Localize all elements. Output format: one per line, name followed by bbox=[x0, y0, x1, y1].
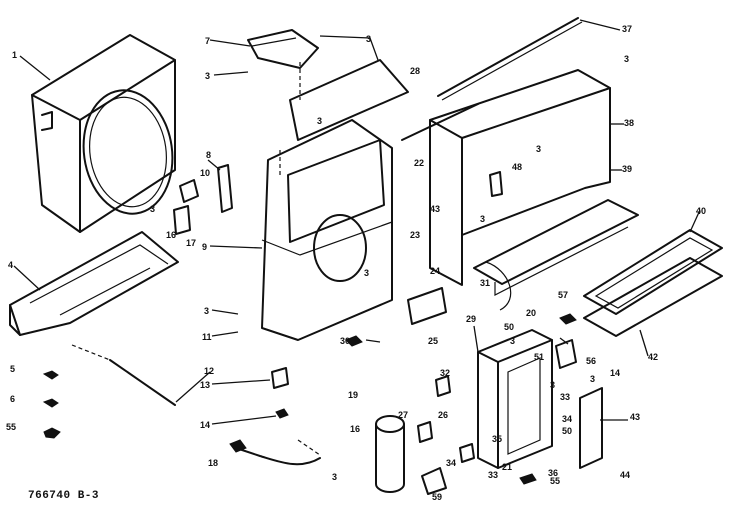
callout-43: 43 bbox=[630, 412, 640, 422]
callout-50b: 50 bbox=[562, 426, 572, 436]
callout-7: 7 bbox=[205, 36, 210, 46]
partition-housing-part bbox=[261, 119, 393, 341]
callout-22: 22 bbox=[414, 158, 424, 168]
callout-26: 26 bbox=[438, 410, 448, 420]
callout-12: 12 bbox=[204, 366, 214, 376]
callout-42: 42 bbox=[648, 352, 658, 362]
callout-14: 14 bbox=[200, 420, 210, 430]
callout-14b: 14 bbox=[610, 368, 620, 378]
base-pan-part bbox=[9, 231, 179, 336]
callout-10: 10 bbox=[200, 168, 210, 178]
callout-3l: 3 bbox=[536, 144, 541, 154]
fan-shroud-part bbox=[31, 34, 176, 233]
callout-6: 6 bbox=[10, 394, 15, 404]
callout-40: 40 bbox=[696, 206, 706, 216]
diagram-reference-code: 766740 B-3 bbox=[28, 490, 99, 502]
callout-16b: 16 bbox=[350, 424, 360, 434]
misc-small-parts bbox=[271, 171, 577, 495]
callout-20: 20 bbox=[526, 308, 536, 318]
rod-part bbox=[71, 344, 176, 406]
callout-3d: 3 bbox=[150, 204, 155, 214]
drain-tray-part bbox=[473, 199, 639, 296]
callout-3f: 3 bbox=[332, 472, 337, 482]
callout-43b: 43 bbox=[430, 204, 440, 214]
callout-37: 37 bbox=[622, 24, 632, 34]
callout-32: 32 bbox=[440, 368, 450, 378]
callout-56: 56 bbox=[586, 356, 596, 366]
callout-44: 44 bbox=[620, 470, 630, 480]
callout-55b: 55 bbox=[550, 476, 560, 486]
callout-34b: 34 bbox=[446, 458, 456, 468]
callout-labels: 1 7 3 3 28 3 8 10 3 17 16 9 4 3 11 12 13… bbox=[6, 24, 706, 502]
callout-3h: 3 bbox=[510, 336, 515, 346]
callout-3i: 3 bbox=[550, 380, 555, 390]
callout-24: 24 bbox=[430, 266, 440, 276]
callout-3b: 3 bbox=[366, 34, 371, 44]
callout-8: 8 bbox=[206, 150, 211, 160]
callout-3k: 3 bbox=[480, 214, 485, 224]
callout-1: 1 bbox=[12, 50, 17, 60]
screw-hardware-5-6-55 bbox=[42, 370, 61, 439]
callout-5: 5 bbox=[10, 364, 15, 374]
callout-18: 18 bbox=[208, 458, 218, 468]
callout-23: 23 bbox=[410, 230, 420, 240]
callout-3g: 3 bbox=[364, 268, 369, 278]
callout-3: 3 bbox=[205, 71, 210, 81]
callout-55: 55 bbox=[6, 422, 16, 432]
callout-51: 51 bbox=[534, 352, 544, 362]
callout-35: 35 bbox=[492, 434, 502, 444]
callout-48: 48 bbox=[512, 162, 522, 172]
callout-19: 19 bbox=[348, 390, 358, 400]
callout-17: 17 bbox=[186, 238, 196, 248]
power-cord-part bbox=[229, 439, 321, 466]
callout-13: 13 bbox=[200, 380, 210, 390]
callout-57: 57 bbox=[558, 290, 568, 300]
callout-3j: 3 bbox=[590, 374, 595, 384]
callout-16: 16 bbox=[166, 230, 176, 240]
callout-59: 59 bbox=[432, 492, 442, 502]
callout-4: 4 bbox=[8, 260, 13, 270]
callout-50: 50 bbox=[504, 322, 514, 332]
callout-3m: 3 bbox=[624, 54, 629, 64]
callout-31: 31 bbox=[480, 278, 490, 288]
callout-27: 27 bbox=[398, 410, 408, 420]
callout-25: 25 bbox=[428, 336, 438, 346]
callout-33b: 33 bbox=[488, 470, 498, 480]
callout-28: 28 bbox=[410, 66, 420, 76]
callout-9: 9 bbox=[202, 242, 207, 252]
callout-33: 33 bbox=[560, 392, 570, 402]
top-bracket-part bbox=[247, 29, 319, 69]
leader-lines bbox=[13, 19, 701, 425]
small-brackets-8-10-17 bbox=[173, 164, 233, 235]
callout-34: 34 bbox=[562, 414, 572, 424]
rails-22-37 bbox=[401, 17, 583, 141]
callout-3e: 3 bbox=[204, 306, 209, 316]
control-box-assembly bbox=[477, 329, 603, 469]
callout-30: 30 bbox=[340, 336, 350, 346]
callout-29: 29 bbox=[466, 314, 476, 324]
cover-plate-part bbox=[289, 59, 409, 141]
callout-39: 39 bbox=[622, 164, 632, 174]
callout-38: 38 bbox=[624, 118, 634, 128]
capacitor-part bbox=[375, 415, 405, 493]
side-panels-40-42 bbox=[583, 229, 723, 337]
callout-21: 21 bbox=[502, 462, 512, 472]
callout-36: 36 bbox=[548, 468, 558, 478]
callout-3c: 3 bbox=[317, 116, 322, 126]
outer-cabinet-part bbox=[429, 69, 611, 286]
callout-11: 11 bbox=[202, 332, 212, 342]
